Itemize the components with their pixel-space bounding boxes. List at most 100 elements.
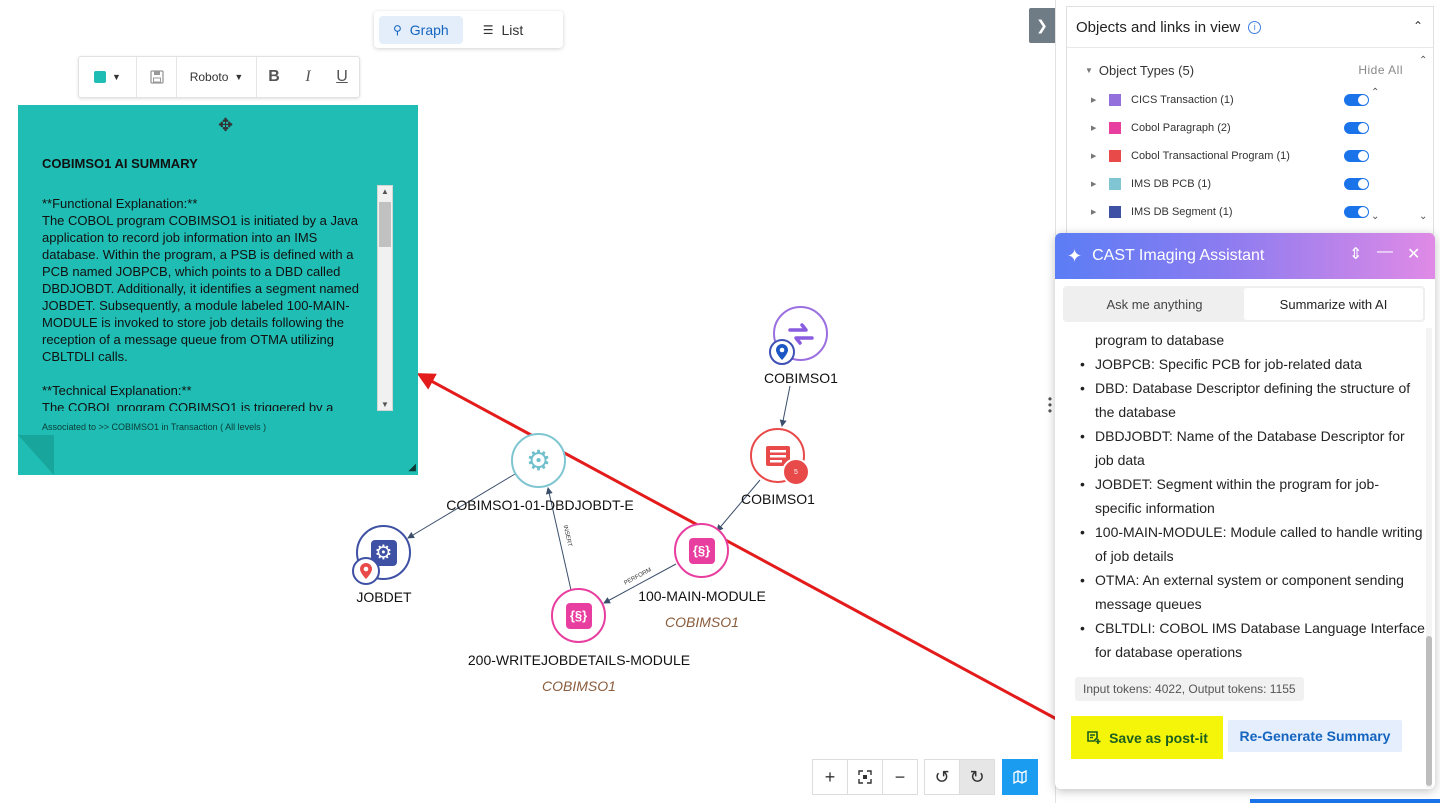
segment-gear-icon: ⚙: [370, 539, 397, 566]
gear-icon: ⚙: [525, 445, 552, 476]
chevron-right-icon: ❯: [1036, 17, 1048, 33]
node-label: 200-WRITEJOBDETAILS-MODULE: [467, 652, 691, 668]
list-view-label: List: [501, 21, 524, 38]
node-main-module[interactable]: {§}: [674, 523, 729, 578]
object-type-row[interactable]: ▶ Cobol Paragraph (2): [1091, 118, 1371, 138]
object-type-label: Cobol Transactional Program (1): [1131, 150, 1290, 162]
chevron-down-icon: ▼: [234, 72, 244, 82]
visibility-toggle[interactable]: [1344, 178, 1369, 190]
resize-handle-icon[interactable]: ◢: [408, 462, 416, 473]
scrollbar-thumb[interactable]: [1426, 636, 1432, 786]
summary-item: CBLTDLI: COBOL IMS Database Language Int…: [1075, 616, 1425, 664]
chevron-up-icon[interactable]: ⌃: [1412, 19, 1423, 33]
undo-icon: ↺: [934, 766, 950, 787]
list-icon: ☰: [482, 22, 494, 37]
undo-button[interactable]: ↺: [924, 759, 960, 795]
summary-continuation: program to database: [1095, 332, 1225, 348]
postit-scrollbar[interactable]: ▲ ▼: [377, 185, 393, 411]
expand-icon[interactable]: ⇕: [1349, 246, 1363, 263]
postit-title: COBIMSO1 AI SUMMARY: [42, 156, 198, 171]
scroll-up-icon[interactable]: ⌃: [1419, 55, 1428, 66]
postit-note[interactable]: ✥ COBIMSO1 AI SUMMARY **Functional Expla…: [18, 105, 418, 475]
scroll-down-icon[interactable]: ⌄: [1371, 211, 1380, 222]
sparkle-icon: ✦: [1067, 245, 1083, 266]
status-badge: 5: [782, 458, 810, 486]
postit-paragraph: The COBOL program COBIMSO1 is initiated …: [42, 213, 359, 364]
summary-item: DBDJOBDT: Name of the Database Descripto…: [1075, 424, 1425, 472]
object-type-label: CICS Transaction (1): [1131, 94, 1234, 106]
object-type-row[interactable]: ▶ IMS DB PCB (1): [1091, 174, 1371, 194]
node-sublabel: COBIMSO1: [542, 678, 616, 694]
redo-button[interactable]: ↻: [959, 759, 995, 795]
color-picker[interactable]: ▼: [79, 57, 137, 97]
graph-icon: ⚲: [393, 22, 402, 37]
type-color: [1109, 178, 1121, 190]
bold-icon: B: [268, 68, 280, 85]
object-type-row[interactable]: ▶ IMS DB Segment (1): [1091, 202, 1371, 222]
assistant-title: CAST Imaging Assistant: [1092, 247, 1265, 264]
collapse-panel-button[interactable]: ❯: [1029, 8, 1055, 43]
assistant-scrollbar[interactable]: [1426, 328, 1432, 788]
visibility-toggle[interactable]: [1344, 206, 1369, 218]
visibility-toggle[interactable]: [1344, 122, 1369, 134]
object-type-row[interactable]: ▶ CICS Transaction (1): [1091, 90, 1371, 110]
plus-icon: +: [824, 766, 836, 787]
node-write-module[interactable]: {§}: [551, 588, 606, 643]
map-button[interactable]: [1002, 759, 1038, 795]
object-types-group[interactable]: ▼ Object Types (5): [1085, 63, 1194, 78]
summary-item: 100-MAIN-MODULE: Module called to handle…: [1075, 520, 1425, 568]
regenerate-summary-button[interactable]: Re-Generate Summary: [1228, 720, 1402, 752]
postit-format-toolbar: ▼ Roboto ▼ B I U: [78, 56, 360, 98]
scroll-up-icon[interactable]: ⌃: [1371, 87, 1380, 98]
fit-screen-icon: [858, 770, 872, 784]
node-ims-db-pcb[interactable]: ⚙: [511, 433, 566, 488]
object-type-row[interactable]: ▶ Cobol Transactional Program (1): [1091, 146, 1371, 166]
annotation-arrow: [416, 373, 1063, 724]
zoom-in-button[interactable]: +: [812, 759, 848, 795]
minimize-icon[interactable]: —: [1377, 243, 1393, 260]
scroll-down-icon[interactable]: ⌄: [1419, 211, 1428, 222]
save-as-postit-button[interactable]: Save as post-it: [1071, 716, 1223, 759]
node-label: COBIMSO1: [764, 370, 838, 386]
tab-summarize-with-ai[interactable]: Summarize with AI: [1244, 288, 1423, 320]
node-cics-transaction[interactable]: [773, 306, 828, 361]
list-view-button[interactable]: ☰ List: [469, 16, 538, 44]
drag-handle-icon[interactable]: •••: [1047, 392, 1053, 418]
summary-item: JOBPCB: Specific PCB for job-related dat…: [1075, 352, 1425, 376]
save-icon: [149, 70, 164, 84]
hide-all-button[interactable]: Hide All: [1358, 63, 1403, 77]
bottom-accent-bar: [1250, 799, 1440, 803]
visibility-toggle[interactable]: [1344, 94, 1369, 106]
close-icon[interactable]: ✕: [1407, 246, 1421, 263]
bold-button[interactable]: B: [257, 57, 291, 97]
zoom-out-button[interactable]: −: [882, 759, 918, 795]
edge-label-insert: INSERT: [561, 524, 573, 548]
scrollbar-thumb[interactable]: [379, 202, 391, 247]
object-type-label: Cobol Paragraph (2): [1131, 122, 1231, 134]
font-select[interactable]: Roboto ▼: [177, 57, 257, 97]
underline-button[interactable]: U: [325, 57, 359, 97]
postit-icon: [1087, 731, 1101, 744]
type-color: [1109, 122, 1121, 134]
scroll-down-icon[interactable]: ▼: [381, 400, 389, 409]
scroll-up-icon[interactable]: ▲: [381, 187, 389, 196]
caret-right-icon: ▶: [1091, 97, 1097, 104]
location-pin-icon: [352, 557, 380, 585]
caret-right-icon: ▶: [1091, 209, 1097, 216]
underline-icon: U: [336, 68, 348, 85]
assistant-tabs: Ask me anything Summarize with AI: [1063, 286, 1425, 322]
node-label: COBIMSO1-01-DBDJOBDT-E: [446, 497, 634, 513]
tab-ask-me-anything[interactable]: Ask me anything: [1106, 296, 1203, 312]
italic-icon: I: [305, 68, 311, 85]
graph-view-button[interactable]: ⚲ Graph: [379, 15, 463, 44]
italic-button[interactable]: I: [291, 57, 325, 97]
info-icon[interactable]: i: [1248, 20, 1262, 34]
minus-icon: −: [894, 766, 906, 787]
visibility-toggle[interactable]: [1344, 150, 1369, 162]
objects-panel-header[interactable]: Objects and links in view i ⌃: [1067, 7, 1433, 48]
node-label: 100-MAIN-MODULE: [638, 588, 766, 604]
move-icon[interactable]: ✥: [218, 115, 234, 135]
save-postit-button[interactable]: [137, 57, 177, 97]
fit-view-button[interactable]: [847, 759, 883, 795]
